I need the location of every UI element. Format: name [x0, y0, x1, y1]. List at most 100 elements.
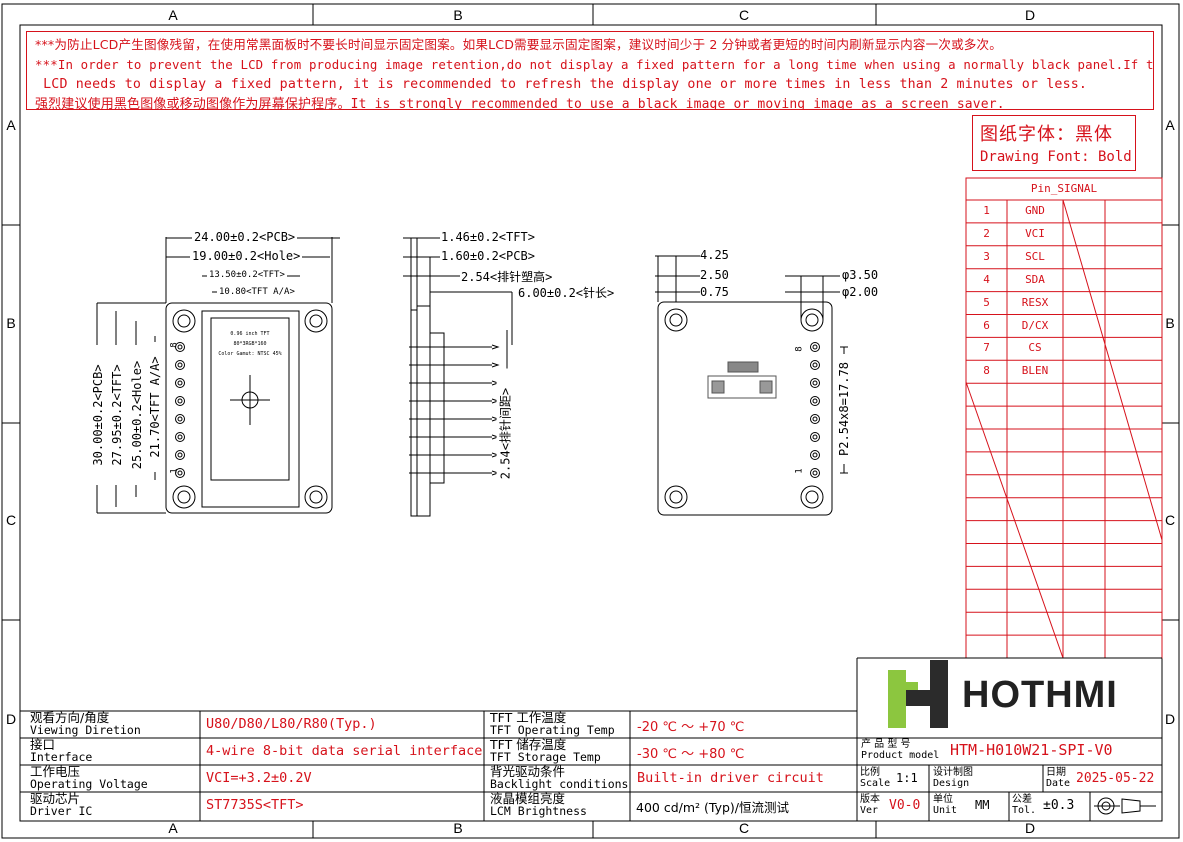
header-pin-hole — [812, 470, 818, 476]
date-value: 2025-05-22 — [1076, 771, 1155, 786]
header-pin-pad — [175, 414, 185, 424]
frame-col-D-top: D — [1024, 7, 1036, 23]
back-dim-b: 2.50 — [700, 268, 729, 282]
side-dim-pin-length: 6.00±0.2<针长> — [518, 286, 615, 300]
notice-line-3: LCD needs to display a fixed pattern, it… — [35, 77, 1088, 92]
frame-row-C-left: C — [5, 512, 17, 528]
image-retention-notice: ***为防止LCD产生图像残留，在使用常黑面板时不要长时间显示固定图案。如果LC… — [26, 31, 1154, 110]
notice-line-1: ***为防止LCD产生图像残留，在使用常黑面板时不要长时间显示固定图案。如果LC… — [35, 37, 1003, 52]
back-pin-label-1: 1 — [794, 468, 805, 474]
unit-value: MM — [975, 798, 990, 812]
drawing-font-en: Drawing Font: Bold — [980, 149, 1132, 165]
front-dim-hole-width: 19.00±0.2<Hole> — [190, 249, 303, 263]
pin-number: 2 — [983, 226, 990, 240]
header-pin-pad — [175, 468, 185, 478]
header-pin-pad — [810, 468, 820, 478]
pin-number: 1 — [983, 204, 990, 217]
header-pin-hole — [812, 416, 818, 422]
header-pin-pad — [175, 360, 185, 370]
frame-col-D-bottom: D — [1024, 820, 1036, 836]
back-dim-hole-outer: φ3.50 — [842, 268, 879, 282]
pin-number: 4 — [983, 272, 990, 286]
frame-row-B-left: B — [6, 315, 16, 331]
header-pin-hole — [812, 452, 818, 458]
back-dim-a: 4.25 — [700, 248, 729, 262]
spec-backlight-value: Built-in driver circuit — [637, 770, 824, 786]
header-pin-pad — [810, 342, 820, 352]
header-pin-hole — [812, 344, 818, 350]
header-pin-pad — [810, 432, 820, 442]
tolerance-value: ±0.3 — [1043, 798, 1075, 813]
back-dim-hole-inner: φ2.00 — [842, 285, 879, 299]
notice-line-4: 强烈建议使用黑色图像或移动图像作为屏幕保护程序。It is strongly r… — [35, 97, 1005, 110]
pin-signal: SDA — [1025, 272, 1045, 286]
frame-col-C-top: C — [738, 7, 750, 23]
header-pin-pad — [810, 360, 820, 370]
frame-row-A-left: A — [6, 117, 16, 133]
pin-signal: RESX — [1021, 295, 1049, 309]
spec-interface-value: 4-wire 8-bit data serial interface — [206, 743, 483, 759]
logo-mark — [888, 660, 948, 728]
back-view — [655, 255, 848, 516]
pin-signal: SCL — [1025, 249, 1045, 263]
lcd-label-line-2: 80*3RGB*160 — [233, 341, 267, 347]
brand-logo-text: HOTHMI — [962, 674, 1118, 716]
product-model: HTM-H010W21-SPI-V0 — [950, 741, 1113, 759]
spec-op-temp-value: -20 ℃ ～ +70 ℃ — [637, 720, 745, 735]
header-pin-hole — [177, 416, 183, 422]
drawing-font-zh: 图纸字体：黑体 — [980, 124, 1113, 145]
header-pin-pad — [810, 450, 820, 460]
pin-signal: BLEN — [1021, 364, 1049, 378]
pin-number: 6 — [983, 318, 990, 332]
front-dim-aa-width: 10.80<TFT A/A> — [217, 287, 297, 297]
front-dim-pcb-width: 24.00±0.2<PCB> — [192, 230, 298, 244]
lcd-label-line-1: 0.96 inch TFT — [230, 331, 270, 337]
spec-storage-temp-value: -30 ℃ ～ +80 ℃ — [637, 747, 745, 762]
notice-line-2: ***In order to prevent the LCD from prod… — [35, 57, 1154, 72]
side-dim-pcb-thickness: 1.60±0.2<PCB> — [441, 249, 535, 263]
header-pin-pad — [810, 378, 820, 388]
lcd-label-line-3: Color Gamut: NTSC 45% — [218, 351, 282, 357]
pin-number: 8 — [983, 364, 990, 378]
header-pin-pad — [175, 450, 185, 460]
frame-row-D-right: D — [1164, 711, 1176, 727]
spec-driver-value: ST7735S<TFT> — [206, 797, 304, 813]
pin-signal: GND — [1025, 204, 1045, 217]
header-pin-hole — [812, 398, 818, 404]
header-pin-hole — [812, 362, 818, 368]
front-dim-tft-width: 13.50±0.2<TFT> — [207, 270, 287, 280]
header-pin-hole — [177, 452, 183, 458]
front-dim-pcb-height: 30.00±0.2<PCB> — [91, 345, 105, 485]
version-value: V0-0 — [889, 798, 921, 813]
header-pin-pad — [810, 414, 820, 424]
pin-signal: D/CX — [1021, 318, 1049, 332]
frame-col-A-top: A — [168, 7, 178, 23]
frame-row-C-right: C — [1164, 512, 1176, 528]
front-dim-tft-height: 27.95±0.2<TFT> — [110, 345, 124, 485]
header-pin-hole — [812, 380, 818, 386]
spec-brightness-value: 400 cd/m² (Typ)/恒流测试 — [636, 800, 789, 815]
header-pin-pad — [175, 432, 185, 442]
pin-signal: CS — [1028, 341, 1042, 355]
front-dim-aa-height: 21.70<TFT A/A> — [148, 342, 162, 472]
header-pin-hole — [177, 434, 183, 440]
header-pin-hole — [177, 344, 183, 350]
header-pin-pad — [175, 378, 185, 388]
frame-col-A-bottom: A — [168, 820, 178, 836]
header-pin-pad — [810, 396, 820, 406]
header-pin-hole — [177, 362, 183, 368]
frame-row-B-right: B — [1165, 315, 1175, 331]
side-dim-pin-pitch: 2.54<排针间距> — [496, 368, 514, 499]
header-pin-tip — [491, 362, 500, 368]
frame-row-A-right: A — [1165, 117, 1175, 133]
